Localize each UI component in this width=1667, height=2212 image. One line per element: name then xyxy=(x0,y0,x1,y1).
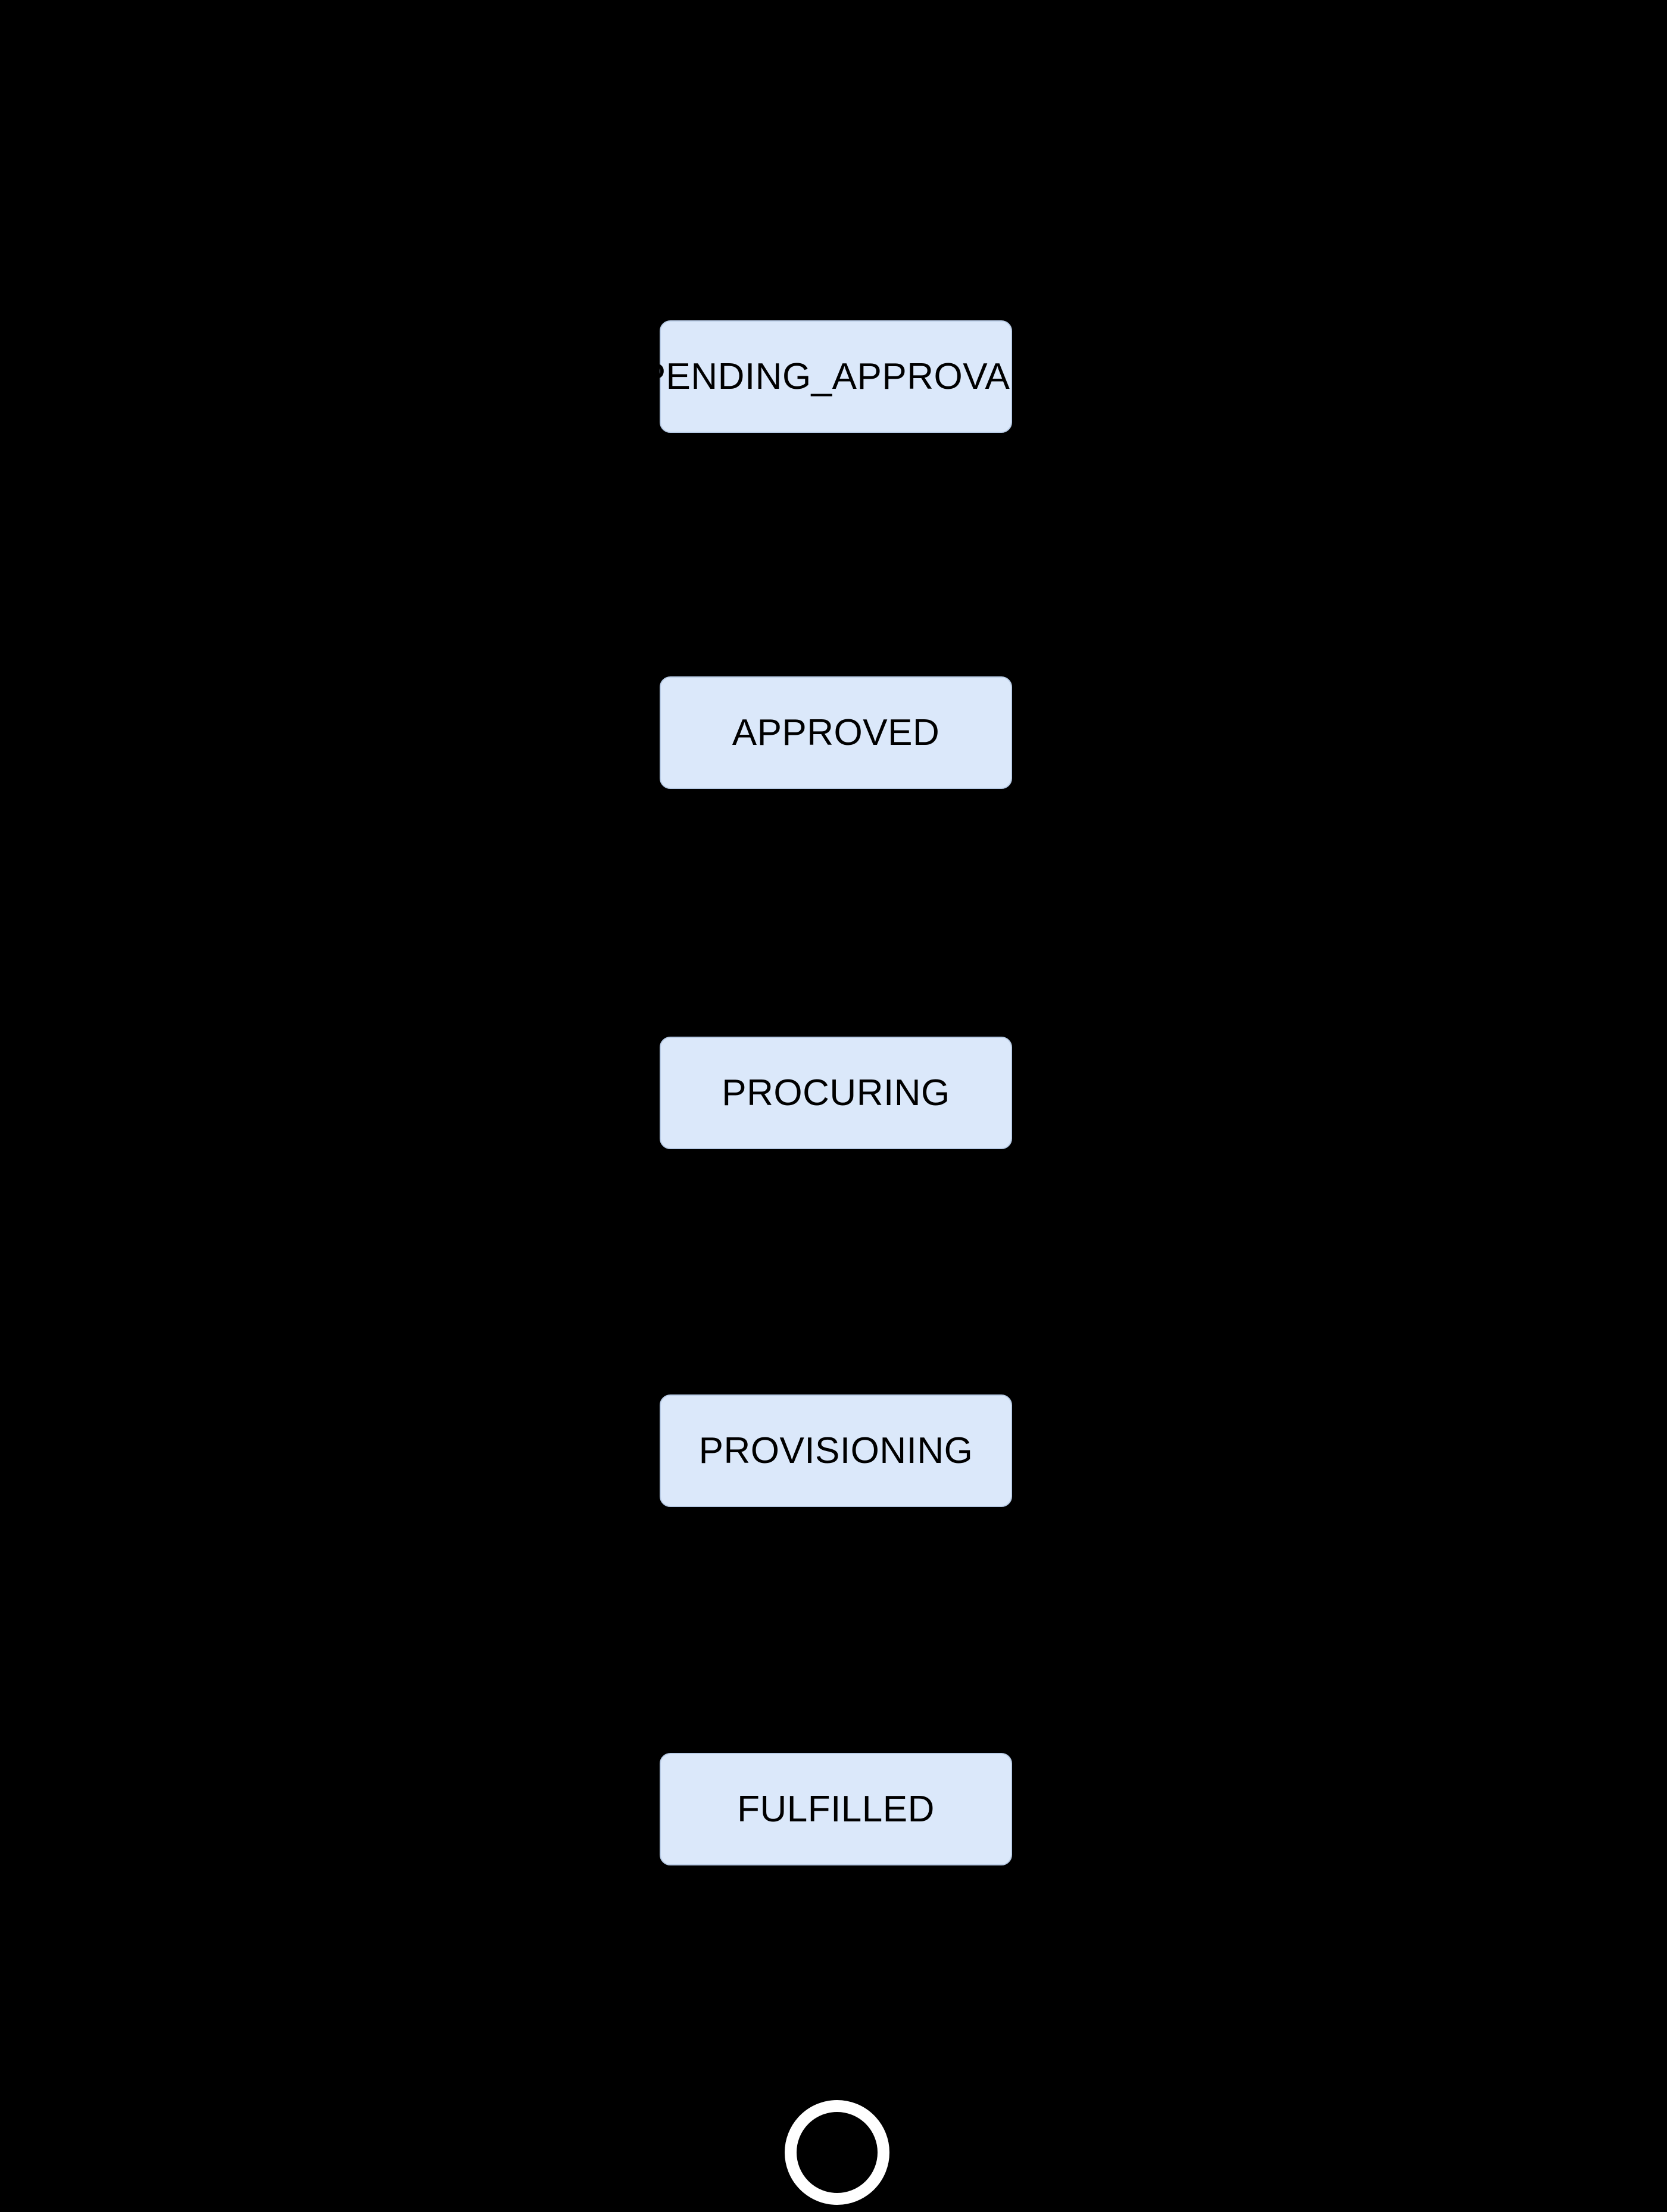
state-label-approved: APPROVED xyxy=(732,712,940,753)
state-label-procuring: PROCURING xyxy=(722,1072,950,1113)
state-node-fulfilled[interactable]: FULFILLED xyxy=(660,1753,1012,1865)
state-node-procuring[interactable]: PROCURING xyxy=(660,1037,1012,1149)
state-label-pending-approval: PENDING_APPROVAL xyxy=(641,355,1031,397)
state-node-approved[interactable]: APPROVED xyxy=(660,676,1012,789)
state-label-fulfilled: FULFILLED xyxy=(737,1788,935,1830)
end-state-ring-node[interactable] xyxy=(785,2100,889,2205)
state-node-pending-approval[interactable]: PENDING_APPROVAL xyxy=(641,320,1031,433)
state-node-provisioning[interactable]: PROVISIONING xyxy=(660,1394,1012,1507)
state-label-provisioning: PROVISIONING xyxy=(698,1430,973,1471)
edge-fulfilled-to-end-state xyxy=(827,1865,847,2102)
